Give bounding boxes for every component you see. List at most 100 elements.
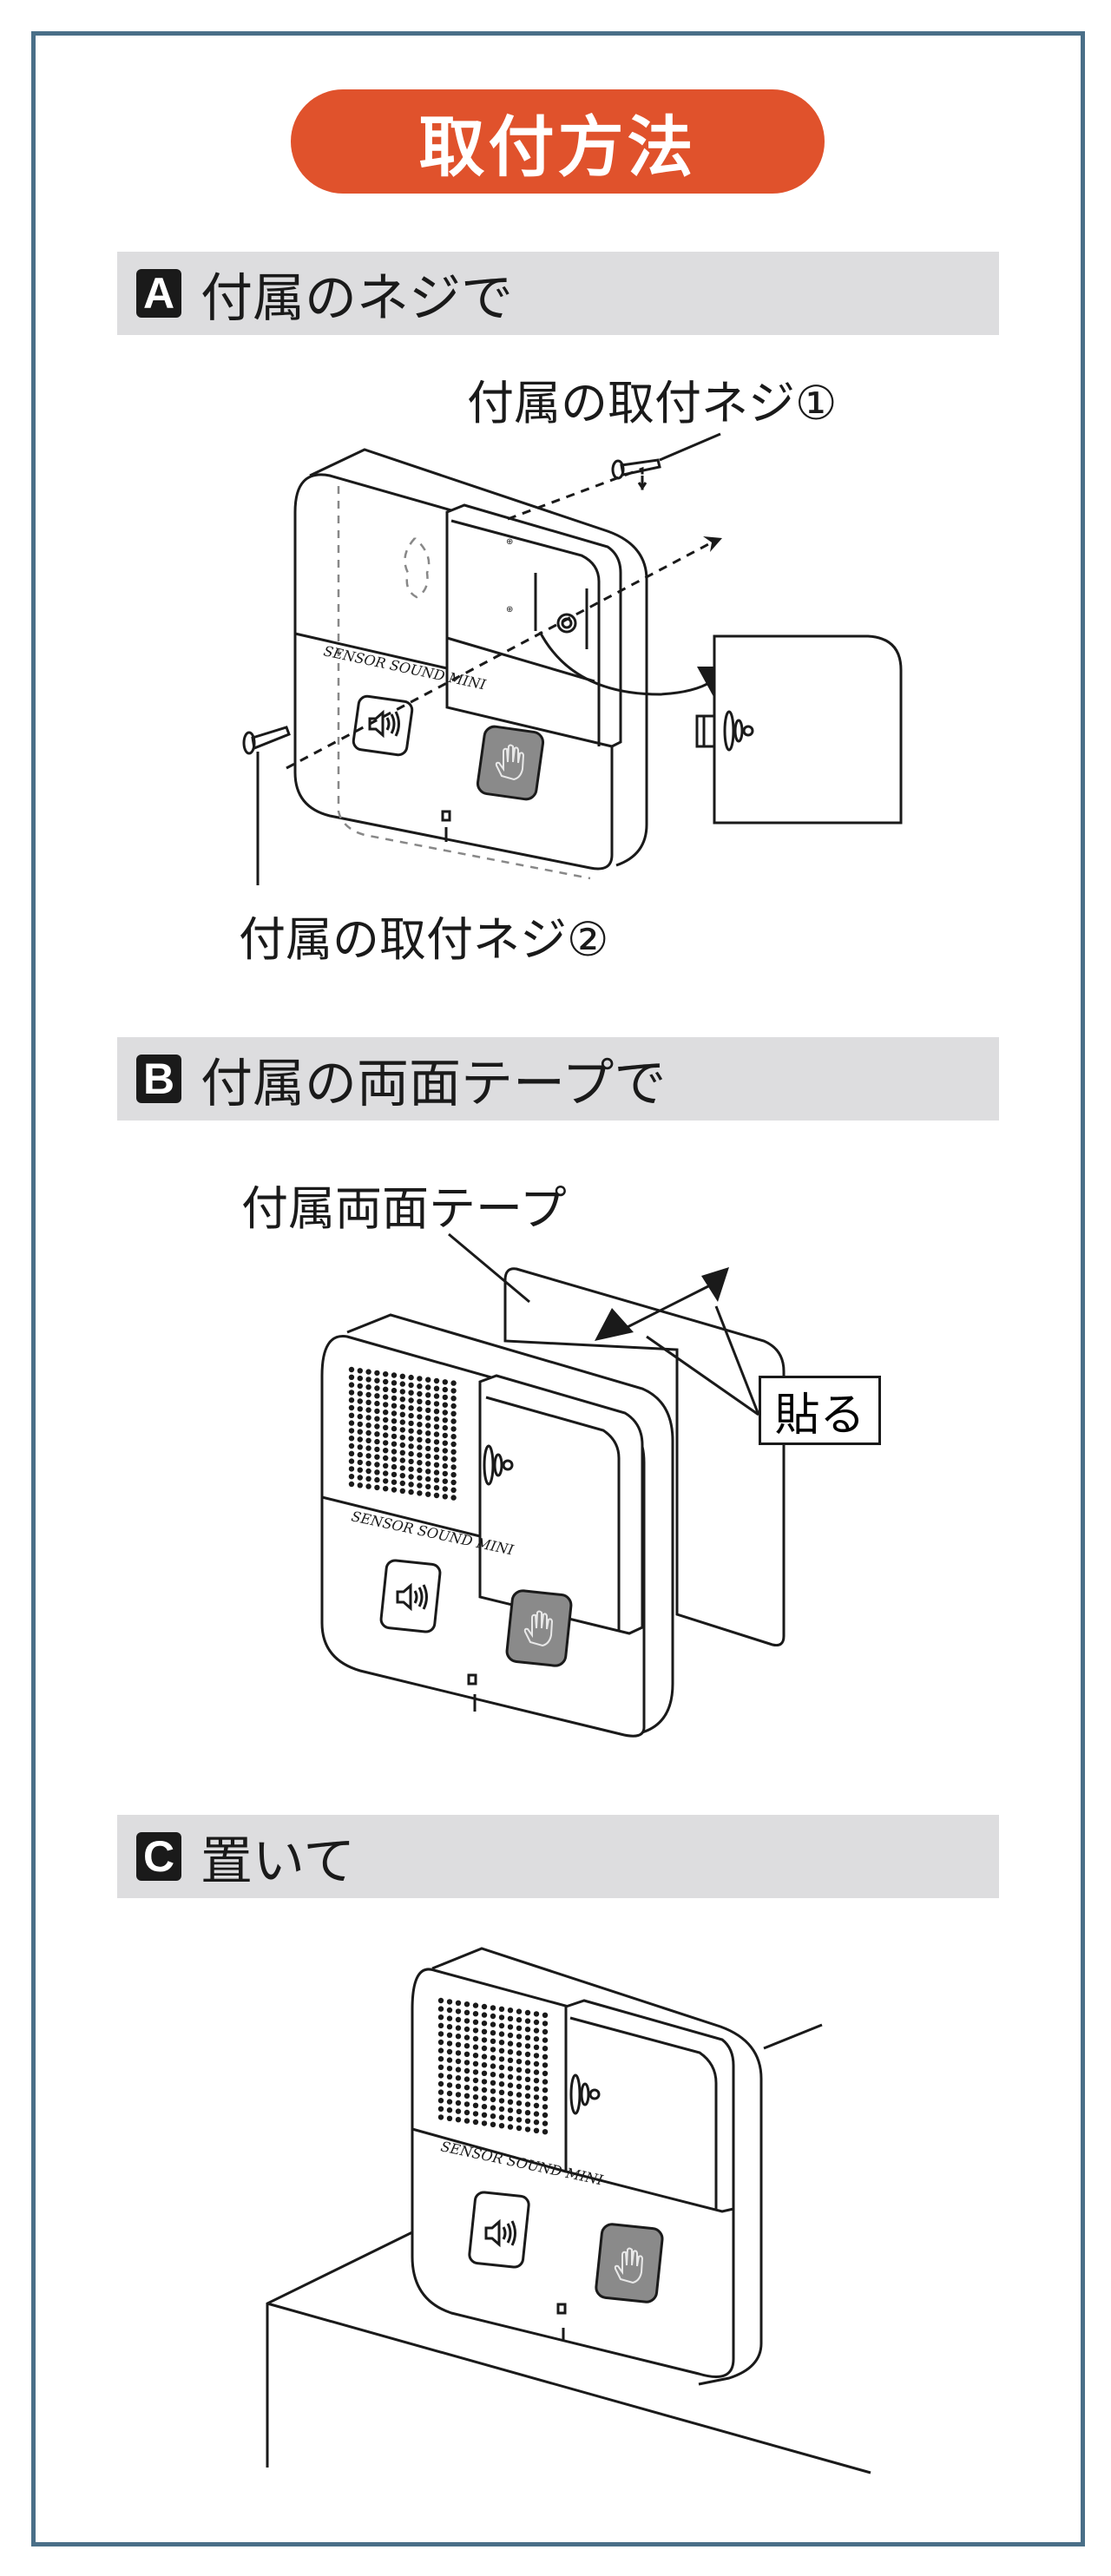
grille-dot: [425, 1483, 431, 1490]
grille-dot: [507, 2107, 514, 2113]
section-a-illustration: ⊕ ⊕ SENSOR SOUND MINI: [242, 432, 903, 885]
grille-dot: [374, 1484, 380, 1491]
grille-dot: [463, 2085, 470, 2091]
grille-dot: [365, 1423, 371, 1429]
grille-dot: [442, 1478, 448, 1484]
grille-dot: [437, 2022, 444, 2028]
grille-dot: [507, 2124, 514, 2130]
grille-dot: [524, 2110, 531, 2116]
grille-dot: [417, 1436, 423, 1443]
grille-dot: [348, 1366, 355, 1373]
section-b-badge: B: [136, 1055, 181, 1103]
grille-dot: [498, 2040, 505, 2046]
grille-dot: [425, 1453, 431, 1459]
grille-dot: [446, 2007, 453, 2014]
speaker-grille: [348, 1366, 457, 1501]
grille-dot: [348, 1390, 355, 1396]
grille-dot: [417, 1390, 423, 1397]
grille-dot: [348, 1450, 355, 1457]
grille-dot: [455, 2008, 462, 2014]
grille-dot: [481, 2086, 488, 2093]
grille-dot: [417, 1406, 423, 1412]
grille-dot: [450, 1487, 457, 1494]
screw-1-leader: [659, 432, 721, 462]
grille-dot: [481, 2054, 488, 2060]
grille-dot: [437, 2073, 444, 2079]
grille-dot: [490, 2063, 496, 2069]
grille-dot: [365, 1429, 371, 1436]
grille-dot: [442, 1486, 448, 1492]
grille-dot: [365, 1453, 371, 1459]
grille-dot: [446, 2040, 453, 2047]
grille-dot: [383, 1448, 389, 1454]
grille-dot: [391, 1433, 398, 1440]
grille-dot: [365, 1391, 371, 1398]
grille-dot: [391, 1418, 398, 1424]
device-b-depth-edge: [346, 1313, 674, 1734]
grille-dot: [516, 2059, 523, 2065]
grille-dot: [533, 2111, 540, 2117]
hand-sensor-button-c: [595, 2223, 664, 2303]
grille-dot: [417, 1398, 423, 1405]
grille-dot: [433, 1393, 440, 1399]
grille-dot: [383, 1470, 389, 1476]
grille-dot: [455, 2117, 462, 2123]
grille-dot: [348, 1420, 355, 1426]
wall-edge: [763, 2023, 823, 2050]
grille-dot: [450, 1410, 457, 1417]
keyhole-icon: [404, 537, 431, 599]
grille-dot: [450, 1426, 457, 1432]
grille-dot: [507, 2057, 514, 2063]
battery-cover: [713, 634, 903, 825]
grille-dot: [498, 2014, 505, 2021]
grille-dot: [472, 2011, 479, 2017]
grille-dot: [463, 2018, 470, 2024]
grille-dot: [357, 1467, 363, 1473]
grille-dot: [417, 1475, 423, 1482]
grille-dot: [425, 1415, 431, 1421]
grille-dot: [383, 1432, 389, 1438]
grille-dot: [450, 1449, 457, 1456]
grille-dot: [463, 2043, 470, 2049]
grille-dot: [516, 2100, 523, 2106]
grille-dot: [481, 2070, 488, 2076]
grille-dot: [542, 2095, 549, 2101]
grille-dot: [399, 1427, 405, 1433]
grille-dot: [481, 2045, 488, 2052]
grille-dot: [391, 1449, 398, 1455]
grille-dot: [348, 1412, 355, 1419]
grille-dot: [408, 1405, 414, 1411]
grille-dot: [481, 2012, 488, 2018]
section-b-title: 付属の両面テープで: [201, 1053, 667, 1114]
grille-dot: [391, 1395, 398, 1402]
screw-hole-icon: [556, 613, 577, 634]
grille-dot: [442, 1379, 448, 1385]
grille-dot: [450, 1456, 457, 1462]
grille-dot: [383, 1402, 389, 1408]
grille-dot: [481, 2079, 488, 2085]
grille-dot: [442, 1417, 448, 1423]
grille-dot: [524, 2126, 531, 2132]
grille-dot: [374, 1370, 380, 1377]
grille-dot: [399, 1435, 405, 1441]
hand-sensor-button-a: [476, 725, 545, 801]
grille-dot: [498, 2031, 505, 2037]
section-c-badge: C: [136, 1832, 181, 1881]
grille-dot: [365, 1399, 371, 1406]
grille-dot: [450, 1403, 457, 1410]
grille-dot: [463, 2034, 470, 2040]
grille-dot: [425, 1423, 431, 1429]
section-c-title: 置いて: [201, 1830, 356, 1892]
grille-dot: [391, 1471, 398, 1478]
grille-dot: [542, 2046, 549, 2052]
grille-dot: [442, 1462, 448, 1469]
grille-dot: [542, 2087, 549, 2093]
grille-dot: [516, 2067, 523, 2073]
grille-dot: [455, 2050, 462, 2056]
grille-dot: [437, 2114, 444, 2120]
grille-dot: [442, 1448, 448, 1454]
grille-dot: [490, 2005, 496, 2011]
grille-dot: [442, 1402, 448, 1408]
grille-dot: [450, 1380, 457, 1386]
grille-dot: [374, 1446, 380, 1453]
